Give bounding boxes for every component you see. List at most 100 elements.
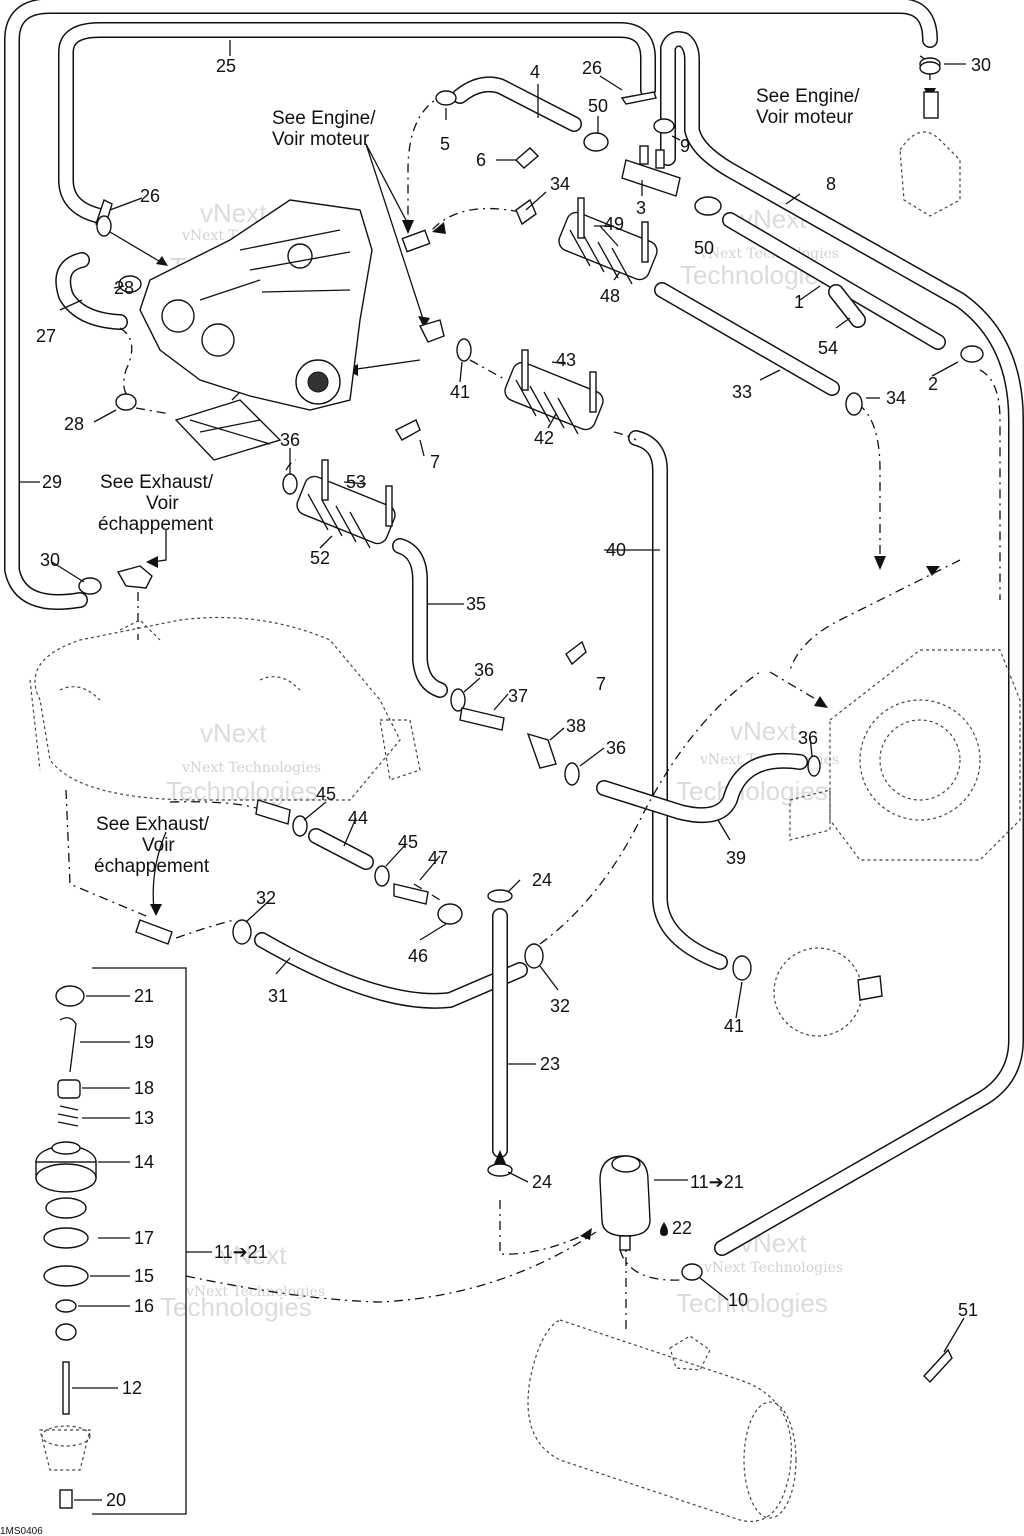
drawing-code: 1MS0406 [0, 1526, 43, 1536]
routing-lines [65, 55, 1001, 1332]
label-28: 28 [114, 278, 134, 298]
note-voir: Voir [146, 493, 179, 514]
label-41: 41 [450, 382, 470, 402]
label-32: 32 [550, 996, 570, 1016]
label-21: 21 [134, 986, 154, 1006]
label-4: 4 [530, 62, 540, 82]
label-36: 36 [606, 738, 626, 758]
label-51: 51 [958, 1300, 978, 1320]
label-32: 32 [256, 888, 276, 908]
label-48: 48 [600, 286, 620, 306]
label-6: 6 [476, 150, 486, 170]
note-see-engine: See Engine/ [756, 86, 860, 107]
label-25: 25 [216, 56, 236, 76]
note-voir-moteur: Voir moteur [272, 129, 370, 150]
note-see-exhaust: See Exhaust/ [96, 814, 210, 835]
label-8: 8 [826, 174, 836, 194]
label-45: 45 [316, 784, 336, 804]
label-18: 18 [134, 1078, 154, 1098]
label-3: 3 [636, 198, 646, 218]
label-36: 36 [474, 660, 494, 680]
label-41: 41 [724, 1016, 744, 1036]
hoses [4, 0, 1024, 1256]
watermark-text: Technologies [676, 776, 828, 806]
watermark-text: vNext Technologies [181, 760, 321, 776]
vent-ball-illustration [773, 947, 883, 1037]
drop-icon [660, 1222, 668, 1236]
label-10: 10 [728, 1290, 748, 1310]
label-27: 27 [36, 326, 56, 346]
label-30: 30 [40, 550, 60, 570]
label-13: 13 [134, 1108, 154, 1128]
label-46: 46 [408, 946, 428, 966]
label-45: 45 [398, 832, 418, 852]
label-47: 47 [428, 848, 448, 868]
note-see-exhaust: See Exhaust/ [100, 472, 214, 493]
label-23: 23 [540, 1054, 560, 1074]
pump-housing-illustration [789, 649, 1021, 861]
part-labels: 25 30 4 26 50 9 3 5 6 34 49 50 48 8 1 54… [20, 40, 991, 1510]
hose-40 [628, 430, 728, 970]
watermark-text: vNext [220, 1240, 287, 1270]
watermark-text: vNext [730, 716, 797, 746]
watermark-text: vNext Technologies [185, 1284, 325, 1300]
label-34: 34 [550, 174, 570, 194]
label-9: 9 [680, 136, 690, 156]
label-7: 7 [596, 674, 606, 694]
label-28: 28 [64, 414, 84, 434]
label-43: 43 [556, 350, 576, 370]
label-2: 2 [928, 374, 938, 394]
label-14: 14 [134, 1152, 154, 1172]
label-11-21: 11➔21 [214, 1242, 268, 1262]
label-37: 37 [508, 686, 528, 706]
note-echappement: échappement [98, 514, 214, 535]
label-11-21: 11➔21 [690, 1172, 744, 1192]
label-22: 22 [672, 1218, 692, 1238]
label-39: 39 [726, 848, 746, 868]
label-36: 36 [280, 430, 300, 450]
reference-notes: See Engine/ Voir moteur See Engine/ Voir… [94, 86, 860, 877]
label-36: 36 [798, 728, 818, 748]
label-29: 29 [42, 472, 62, 492]
label-12: 12 [122, 1378, 142, 1398]
note-voir: Voir [142, 835, 175, 856]
label-26: 26 [140, 186, 160, 206]
label-16: 16 [134, 1296, 154, 1316]
label-26: 26 [582, 58, 602, 78]
label-52: 52 [310, 548, 330, 568]
label-7: 7 [430, 452, 440, 472]
label-40: 40 [606, 540, 626, 560]
label-50: 50 [588, 96, 608, 116]
label-19: 19 [134, 1032, 154, 1052]
label-38: 38 [566, 716, 586, 736]
label-53: 53 [346, 472, 366, 492]
label-15: 15 [134, 1266, 154, 1286]
muffler-illustration [527, 1319, 797, 1522]
label-24: 24 [532, 1172, 552, 1192]
note-voir-moteur: Voir moteur [756, 107, 854, 128]
hose-8 [660, 31, 1024, 1256]
label-42: 42 [534, 428, 554, 448]
hull-illustration [29, 616, 421, 801]
label-17: 17 [134, 1228, 154, 1248]
label-30: 30 [971, 55, 991, 75]
watermark-text: Technologies [676, 1288, 828, 1318]
label-5: 5 [440, 134, 450, 154]
watermark-text: vNext [200, 718, 267, 748]
label-20: 20 [106, 1490, 126, 1510]
note-echappement: échappement [94, 856, 210, 877]
label-54: 54 [818, 338, 838, 358]
note-see-engine: See Engine/ [272, 108, 376, 129]
label-1: 1 [794, 292, 804, 312]
label-44: 44 [348, 808, 368, 828]
label-35: 35 [466, 594, 486, 614]
label-50: 50 [694, 238, 714, 258]
label-49: 49 [604, 214, 624, 234]
label-34: 34 [886, 388, 906, 408]
engine-illustration [139, 199, 373, 461]
label-31: 31 [268, 986, 288, 1006]
label-24: 24 [532, 870, 552, 890]
watermark-text: vNext Technologies [703, 1260, 843, 1276]
